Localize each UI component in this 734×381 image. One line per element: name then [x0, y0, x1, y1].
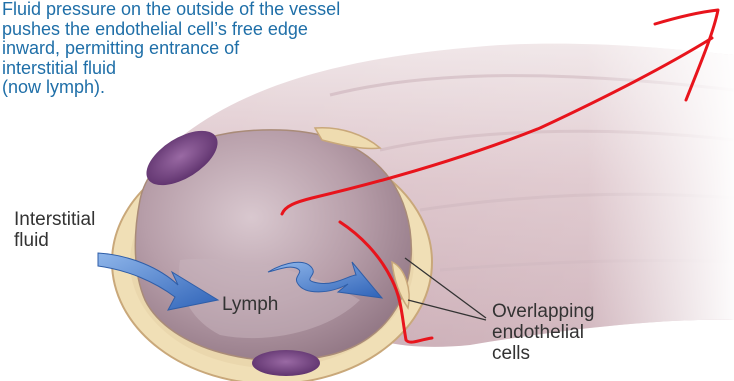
lymph-label: Lymph — [222, 294, 278, 315]
caption-line-5: (now lymph). — [2, 78, 422, 98]
overlapping-label-line-1: Overlapping — [492, 301, 594, 322]
caption-line-2: pushes the endothelial cell’s free edge — [2, 20, 422, 40]
explanatory-caption: Fluid pressure on the outside of the ves… — [2, 0, 422, 98]
interstitial-label-line-1: Interstitial — [14, 209, 95, 230]
caption-line-3: inward, permitting entrance of — [2, 39, 422, 59]
caption-line-1: Fluid pressure on the outside of the ves… — [2, 0, 422, 20]
interstitial-label-line-2: fluid — [14, 230, 95, 251]
overlapping-endothelial-cells-label: Overlapping endothelial cells — [492, 301, 594, 364]
interstitial-fluid-label: Interstitial fluid — [14, 209, 95, 251]
lymph-label-text: Lymph — [222, 294, 278, 315]
overlapping-label-line-3: cells — [492, 343, 594, 364]
caption-line-4: interstitial fluid — [2, 59, 422, 79]
overlapping-label-line-2: endothelial — [492, 322, 594, 343]
